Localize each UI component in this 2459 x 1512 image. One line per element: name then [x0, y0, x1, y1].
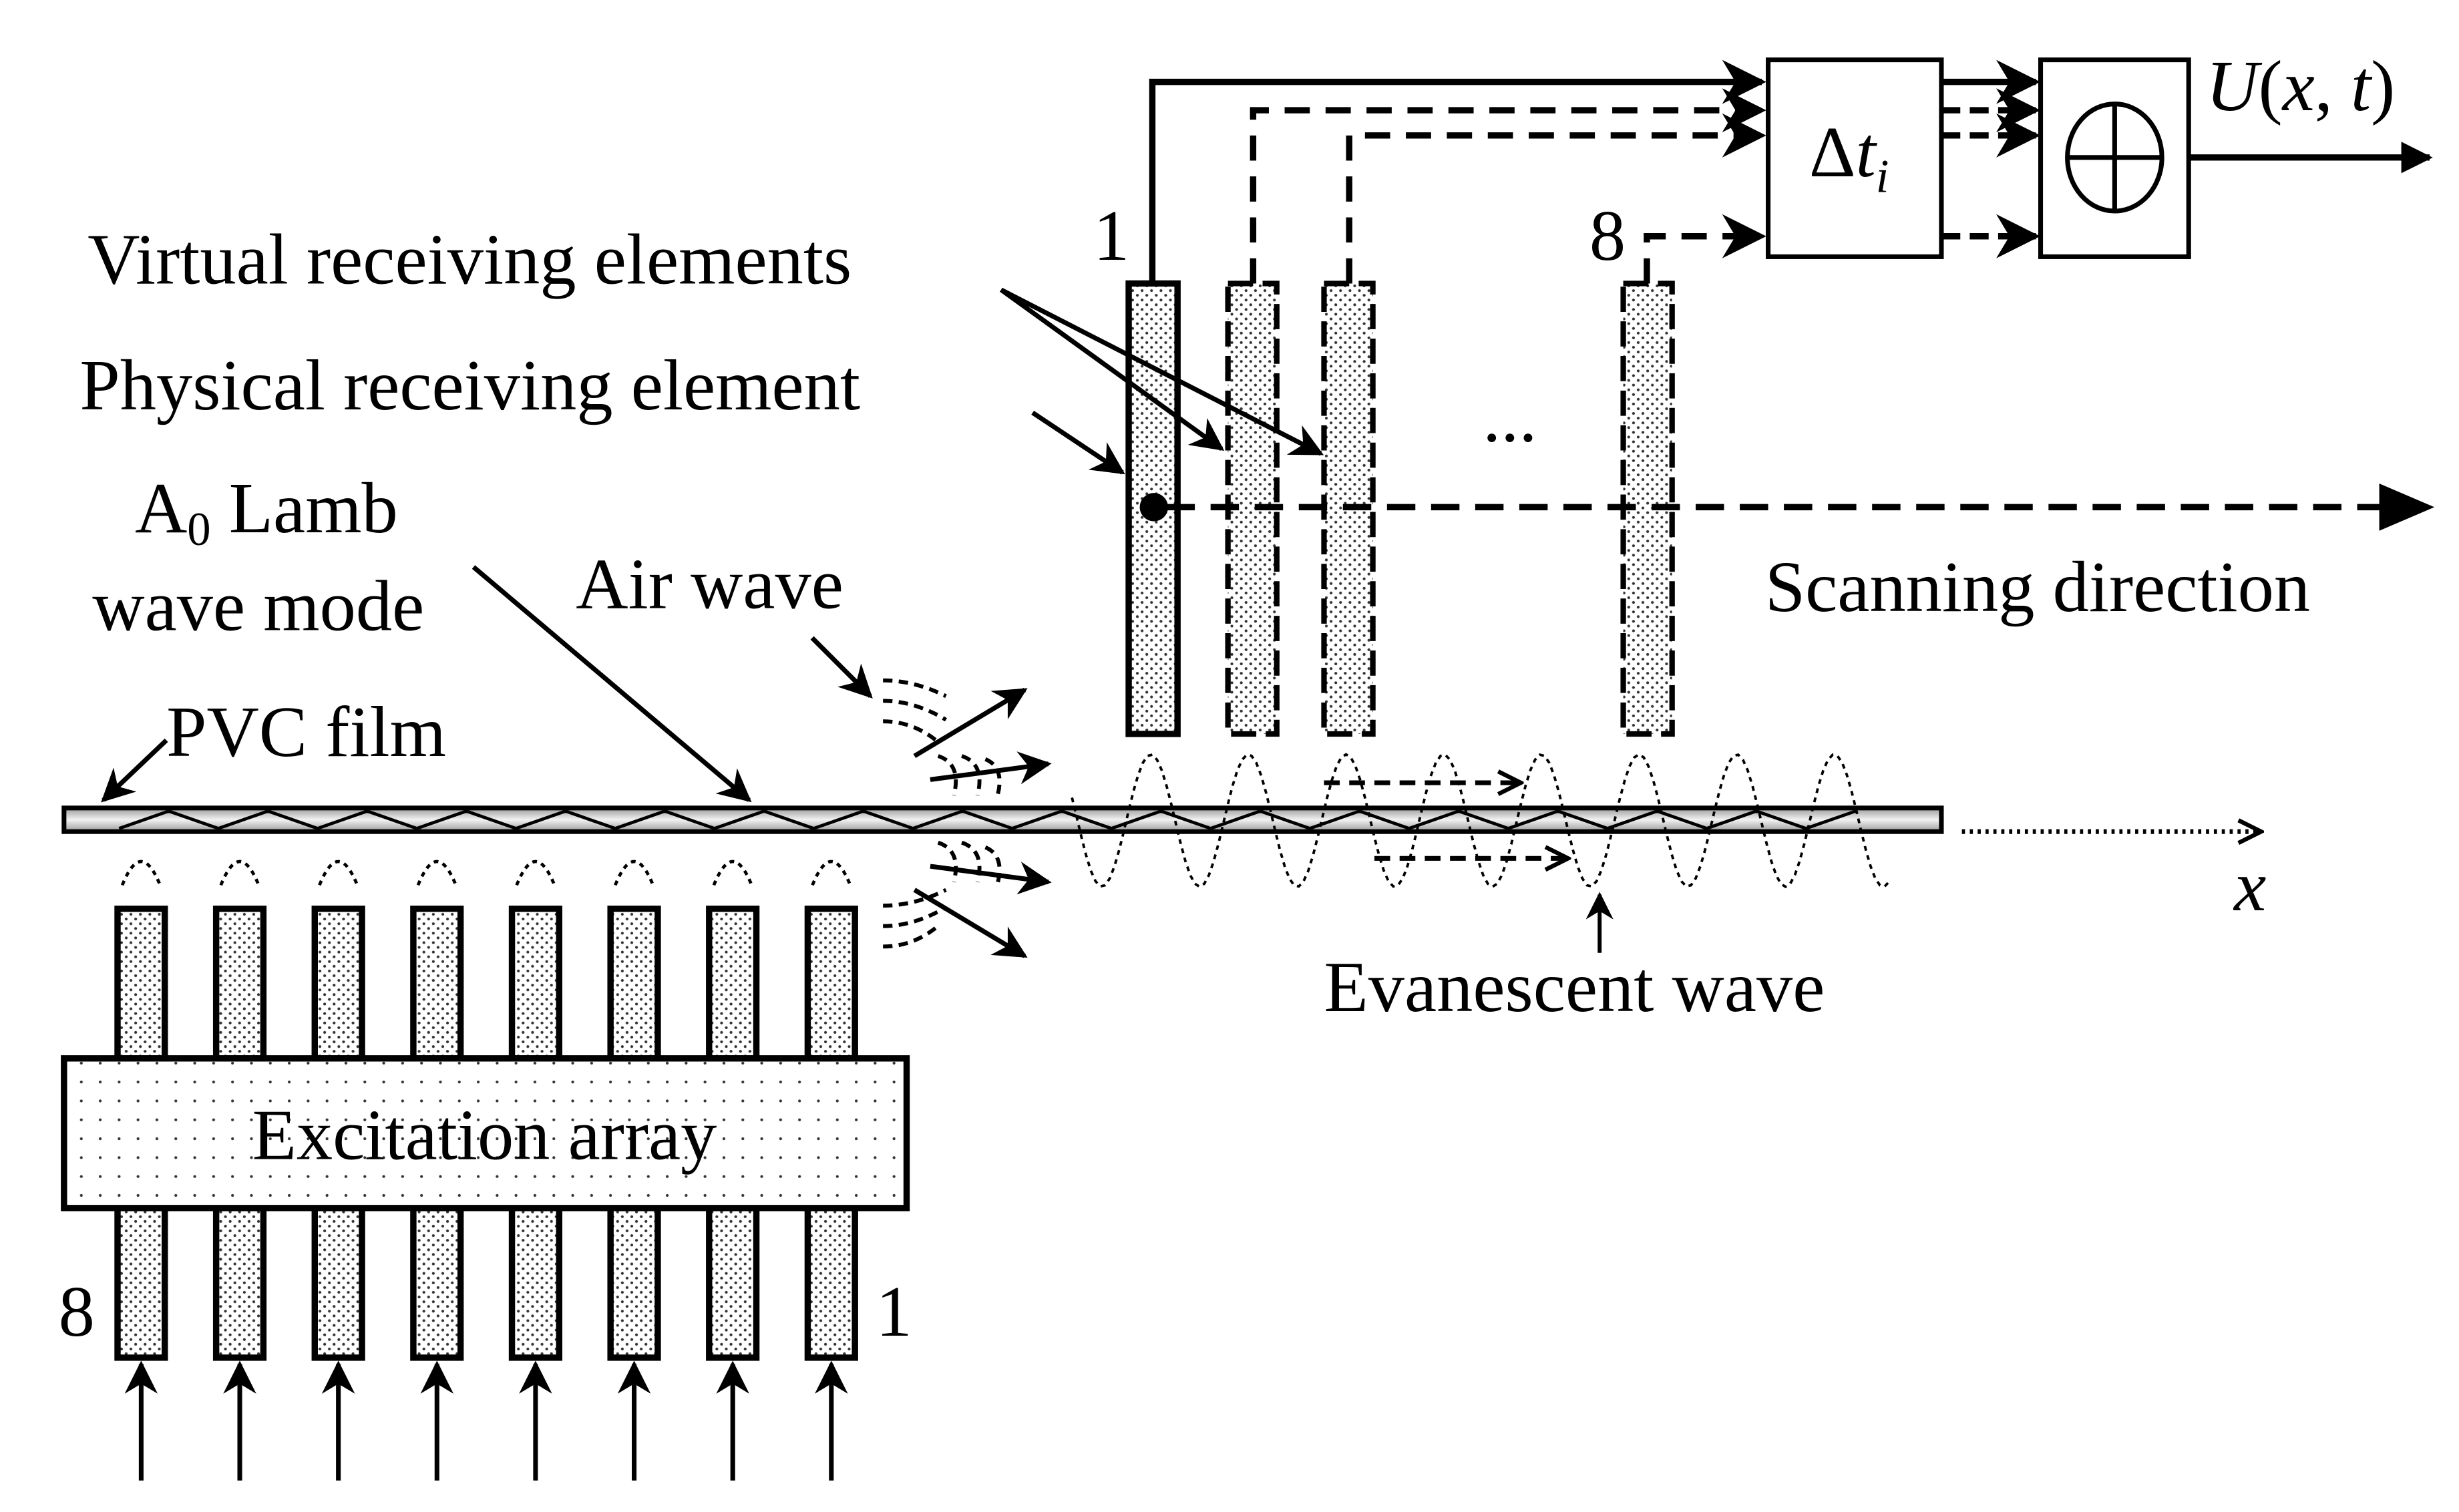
excitation-element-top [212, 906, 267, 1062]
excitation-index-left: 8 [59, 1272, 95, 1352]
excitation-element-top [508, 906, 563, 1062]
pvc-pointer-arrow [101, 738, 168, 803]
evanescent-wave-label: Evanescent wave [1324, 947, 1825, 1027]
ellipsis: ... [1483, 377, 1537, 457]
excitation-element-top [114, 906, 168, 1062]
pvc-film [61, 805, 1944, 834]
a0-lamb-label: A0 Lamb [135, 468, 398, 556]
emitted-wave-arc [614, 860, 655, 886]
excitation-index-right: 1 [876, 1272, 912, 1352]
emitted-wave-arc [120, 860, 162, 886]
emitted-wave-arc [219, 860, 260, 886]
emitted-wave-arc [811, 860, 852, 886]
evanescent-wave-curve [1071, 753, 1891, 888]
excitation-element-top [311, 906, 365, 1062]
excitation-element-top [410, 906, 464, 1062]
emitted-wave-arc [712, 860, 753, 886]
virtual-receiving-elements-label: Virtual receiving elements [87, 220, 852, 300]
air-wave-radiation [883, 678, 1052, 958]
excitation-array-label: Excitation array [252, 1095, 717, 1175]
air-wave-pointer-arrow [810, 636, 873, 699]
excitation-elements [114, 860, 858, 1481]
virtual-pointer-arrow-1 [999, 288, 1225, 451]
physical-receiving-element-label: Physical receiving element [79, 345, 860, 425]
output-signal-label: U(x, t) [2206, 46, 2395, 126]
scanning-arrowhead-icon [2379, 484, 2435, 531]
delay-block [1766, 57, 1944, 259]
excitation-element-top [607, 906, 661, 1062]
excitation-element-bottom [607, 1205, 661, 1361]
air-wave-label: Air wave [576, 544, 843, 624]
a0-pointer-arrow [471, 565, 752, 803]
signal-lines [1149, 59, 2041, 284]
excitation-element-bottom [212, 1205, 267, 1361]
excitation-element-top [804, 906, 858, 1062]
excitation-element-top [706, 906, 760, 1062]
emitted-wave-arc [416, 860, 457, 886]
lamb-wave-zigzag [118, 809, 1857, 830]
scanning-direction-label: Scanning direction [1765, 547, 2310, 627]
receiver-index-first: 1 [1093, 196, 1129, 276]
excitation-element-bottom [508, 1205, 563, 1361]
excitation-array-box [61, 1055, 910, 1211]
physical-pointer-arrow [1031, 410, 1125, 475]
physical-element-position-dot [1139, 493, 1169, 522]
virtual-pointer-arrow-2 [1000, 287, 1324, 456]
excitation-element-bottom [706, 1205, 760, 1361]
pvc-film-label: PVC film [166, 692, 446, 772]
delay-block-label: Δti [1809, 112, 1889, 203]
excitation-element-bottom [311, 1205, 365, 1361]
emitted-wave-arc [515, 860, 556, 886]
x-axis-label: x [2233, 846, 2266, 926]
receiver-index-last: 8 [1589, 196, 1626, 276]
emitted-wave-arc [318, 860, 359, 886]
wave-mode-label: wave mode [92, 566, 424, 646]
excitation-element-bottom [804, 1205, 858, 1361]
excitation-element-bottom [114, 1205, 168, 1361]
excitation-element-bottom [410, 1205, 464, 1361]
summation-icon [2065, 102, 2164, 214]
